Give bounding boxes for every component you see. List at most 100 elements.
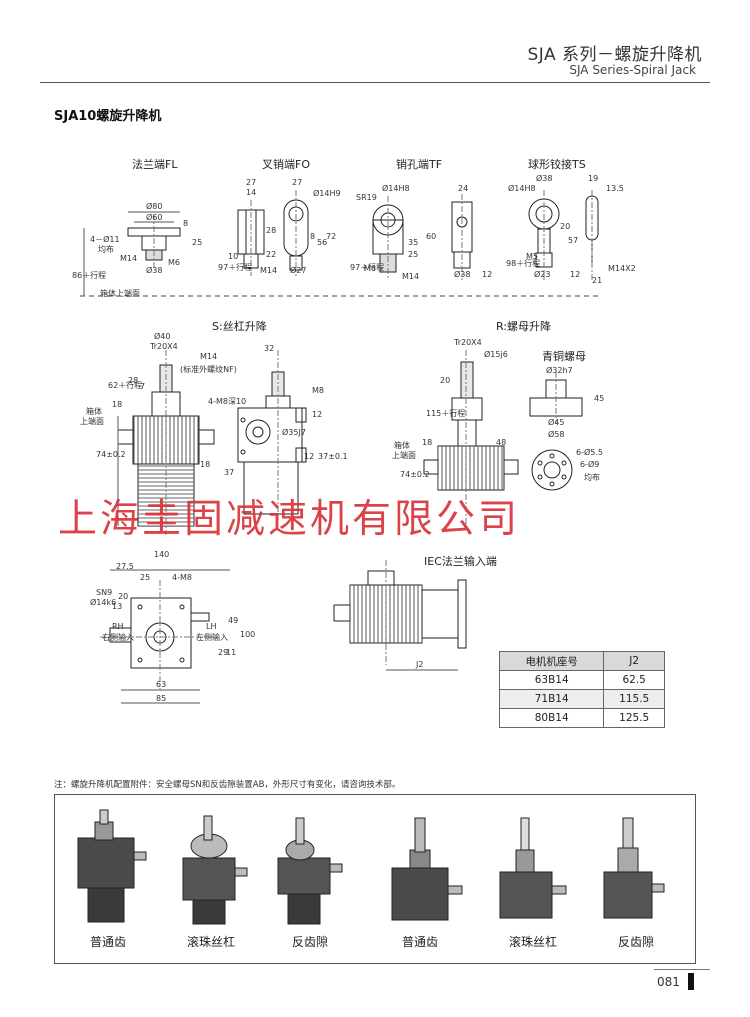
dim-label: 28 [128, 376, 139, 385]
dim-label: 74±0.2 [96, 450, 126, 459]
dim-label: J2 [416, 660, 424, 669]
nut-title: 青铜螺母 [542, 350, 586, 363]
dim-label: 60 [426, 232, 437, 241]
header-subtitle: SJA Series-Spiral Jack [569, 63, 696, 77]
table-cell: 80B14 [498, 708, 605, 728]
dim-label: 18 [112, 400, 123, 409]
dim-label: 14 [246, 188, 257, 197]
dim-label: 20 [560, 222, 571, 231]
photo-caption: 滚珠丝杠 [187, 935, 236, 949]
photo-caption: 反齿隙 [618, 935, 655, 949]
dim-label: 27 [292, 178, 303, 187]
dim-label: Ø27 [290, 266, 307, 275]
dim-label: Ø14k6 [90, 598, 117, 607]
dim-label: 均布 [584, 473, 600, 482]
dim-label: 32 [264, 344, 275, 353]
dim-label: 25 [140, 573, 151, 582]
dim-label: RH [112, 622, 124, 631]
dim-label: 86＋行程 [72, 271, 107, 280]
dim-label: M14 [200, 352, 218, 361]
dim-label: 98＋行程 [506, 259, 541, 268]
dim-label: 11 [226, 648, 237, 657]
dim-label: 49 [228, 616, 239, 625]
s-section-title: S:丝杠升降 [212, 320, 267, 333]
dim-label: 24 [458, 184, 469, 193]
dim-label: 27.5 [116, 562, 134, 571]
page-number: 081 [657, 975, 680, 989]
model-title: SJA10螺旋升降机 [54, 109, 162, 124]
motor-table: 电机机座号 J2 63B14 62.5 71B14 115.5 80B14 12… [498, 651, 665, 728]
product-photo-panel [54, 794, 696, 964]
dim-label: 20 [440, 376, 451, 385]
dim-label: 57 [568, 236, 579, 245]
dim-label: 74±0.2 [400, 470, 430, 479]
table-row: 80B14 125.5 [498, 708, 665, 728]
dim-label: 右侧输入 [102, 633, 134, 642]
dim-label: Ø14H9 [313, 189, 341, 198]
dim-label: 25 [408, 250, 419, 259]
dim-label: (标准外螺纹NF) [180, 365, 237, 374]
table-row: 63B14 62.5 [498, 670, 665, 690]
dim-label: 62＋行程 [108, 381, 143, 390]
dim-label: 29 [218, 648, 229, 657]
dim-label: 35 [408, 238, 419, 247]
dim-label: Ø80 [146, 202, 163, 211]
dim-label: 4-M8 [172, 573, 192, 582]
dim-label: M6 [168, 258, 180, 267]
dim-label: 8 [310, 232, 316, 241]
dim-label: 箱体 [394, 441, 410, 450]
dim-label: 左侧输入 [196, 633, 228, 642]
dim-label: 48 [496, 438, 507, 447]
dim-label: M14 [260, 266, 278, 275]
photo-caption: 反齿隙 [292, 935, 329, 949]
dim-label: 20 [118, 592, 129, 601]
dim-label: 6-Ø9 [580, 460, 600, 469]
dim-label: 6-Ø5.5 [576, 448, 603, 457]
dim-label: 27 [246, 178, 257, 187]
r-section-title: R:螺母升降 [496, 320, 552, 333]
header-divider [40, 82, 710, 83]
dim-label: 12 [570, 270, 581, 279]
accessory-note: 注：螺旋升降机配置附件：安全螺母SN和反齿隙装置AB，外形尺寸有变化，请咨询技术… [54, 780, 401, 790]
dim-label: 28 [266, 226, 277, 235]
dim-label: Ø45 [548, 418, 565, 427]
dim-label: Ø58 [548, 430, 565, 439]
table-header: J2 [603, 651, 665, 671]
dim-label: 12 [304, 452, 315, 461]
dim-label: 45 [594, 394, 605, 403]
table-cell: 71B14 [498, 689, 605, 709]
dim-label: Ø38 [536, 174, 553, 183]
iec-title: IEC法兰输入端 [424, 555, 497, 568]
dim-label: Ø40 [154, 332, 171, 341]
page-marker [688, 973, 694, 990]
dim-label: Ø15j6 [484, 350, 508, 359]
table-cell: 62.5 [603, 670, 665, 690]
table-cell: 125.5 [603, 708, 665, 728]
dim-label: 13 [112, 602, 123, 611]
dim-label: 8 [183, 219, 189, 228]
dim-label: 72 [326, 232, 337, 241]
dim-label: 18 [200, 460, 211, 469]
end-type-fo: 叉销端FO [262, 158, 310, 171]
dim-label: M14X2 [608, 264, 636, 273]
dim-label: 7 [140, 382, 146, 391]
header-title: SJA 系列－螺旋升降机 [527, 45, 702, 65]
dim-label: 12 [482, 270, 493, 279]
dim-label: 19 [588, 174, 599, 183]
dim-label: 均布 [98, 245, 114, 254]
table-header-row: 电机机座号 J2 [498, 651, 665, 671]
end-type-tf: 销孔端TF [396, 158, 443, 171]
dim-label: Tr20X4 [454, 338, 482, 347]
dim-label: M14 [402, 272, 420, 281]
dim-label: LH [206, 622, 217, 631]
photo-caption: 普通齿 [90, 935, 127, 949]
end-type-fl: 法兰端FL [132, 158, 178, 171]
dim-label: 13.5 [606, 184, 624, 193]
dim-label: 37±0.1 [318, 452, 348, 461]
dim-label: SN9 [96, 588, 113, 597]
dim-label: M5 [526, 252, 538, 261]
dim-label: Ø14H8 [508, 184, 536, 193]
dim-label: 85 [156, 694, 167, 703]
dim-label: 18 [422, 438, 433, 447]
table-cell: 63B14 [498, 670, 605, 690]
